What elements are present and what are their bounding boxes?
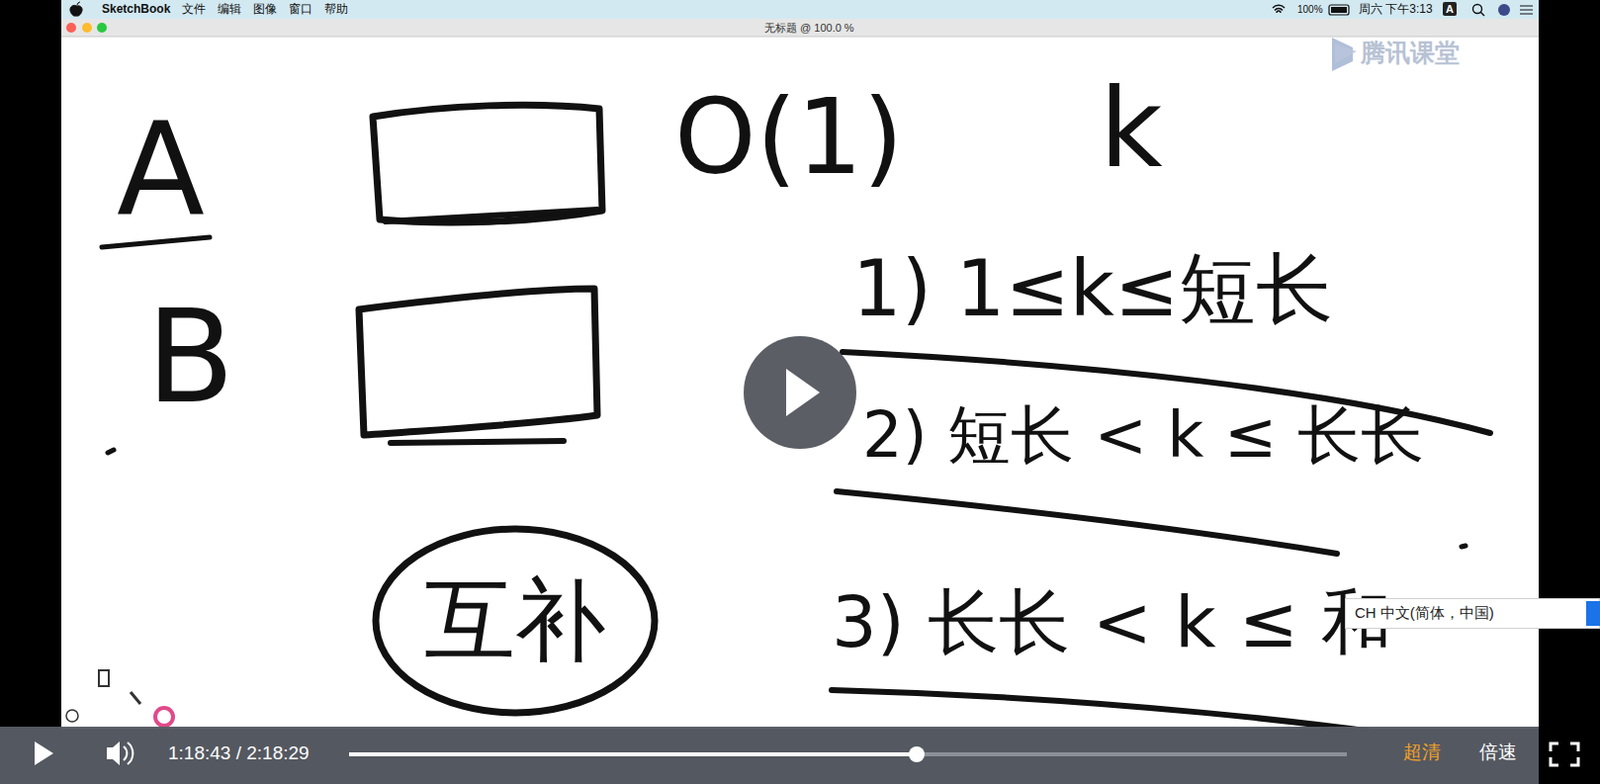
tool-icon [130, 692, 141, 705]
battery-level [1331, 6, 1347, 13]
menu-item: 图像 [253, 2, 277, 16]
menu-item: 文件 [181, 2, 206, 16]
input-icon: A [1442, 1, 1457, 16]
play-button [34, 741, 54, 766]
tool-icons [66, 670, 174, 726]
app-menu: SketchBook [101, 2, 171, 16]
progress-knob [908, 746, 925, 763]
handwritten-case: 3) 长长 < k ≤ 和 [831, 583, 1393, 662]
circled-note-shape [375, 529, 655, 713]
close-button [66, 22, 77, 33]
speed-button: 倍速 [1479, 742, 1517, 764]
input-method-tab [1586, 601, 1600, 626]
circled-note: 互补 [368, 522, 662, 720]
watermark: 腾讯课堂 [1360, 39, 1460, 68]
handwritten-case: 1) 1≤k≤短长 [852, 247, 1334, 333]
progress-played [349, 752, 917, 757]
menu-item: 窗口 [288, 2, 313, 16]
tool-icon [98, 670, 109, 687]
siri-icon [1498, 3, 1511, 16]
empty-box [358, 288, 598, 436]
handwritten-note: O(1) [674, 81, 903, 196]
quality-button: 超清 [1403, 742, 1441, 764]
handwritten-letter: A [116, 98, 205, 241]
zoom-button [96, 22, 107, 33]
control-bar [0, 726, 1539, 784]
title-bar-border [61, 36, 1539, 38]
watermark-logo [1332, 37, 1357, 72]
dot [107, 449, 114, 453]
volume-icon [106, 741, 120, 766]
volume-icon [123, 742, 133, 765]
search-icon [1480, 11, 1485, 16]
tool-icon [66, 710, 79, 722]
input-method-popup-shape [1345, 599, 1600, 629]
window-title: 无标题 @ 100.0 % [764, 21, 855, 34]
handwritten-case: 2) 短长 < k ≤ 长长 [862, 400, 1424, 470]
input-method-popup-text: CH 中文(简体，中国) [1354, 605, 1495, 623]
list-icon [1519, 5, 1533, 14]
underline [836, 491, 1337, 554]
progress-track [349, 752, 1347, 757]
dot [1461, 545, 1466, 547]
color-wheel [155, 708, 174, 726]
empty-box [372, 104, 603, 223]
underline [390, 441, 564, 444]
handwriting [101, 104, 1531, 756]
minimize-button [82, 22, 92, 33]
play-overlay-icon [786, 368, 820, 417]
menu-bar [61, 0, 1539, 19]
handwritten-letter: B [146, 286, 235, 429]
menu-item: 帮助 [324, 2, 349, 16]
input-method-popup: CH 中文(简体，中国) [1344, 598, 1600, 629]
title-bar [61, 18, 1539, 37]
time-display: 1:18:43 / 2:18:29 [168, 743, 310, 765]
underline [385, 209, 598, 222]
watermark-logo [1334, 43, 1357, 64]
fullscreen-icon [1550, 743, 1579, 766]
battery-percent: 100% [1297, 3, 1324, 15]
handwritten-note: k [1099, 69, 1163, 189]
play-overlay [743, 336, 857, 449]
circled-note-text: 互补 [424, 570, 607, 671]
battery-icon [1329, 4, 1349, 15]
menu-item: 编辑 [217, 2, 242, 16]
apple-logo [70, 1, 83, 16]
canvas [61, 36, 1539, 729]
clock: 周六 下午3:13 [1358, 2, 1433, 16]
wifi-icon [1272, 4, 1285, 13]
